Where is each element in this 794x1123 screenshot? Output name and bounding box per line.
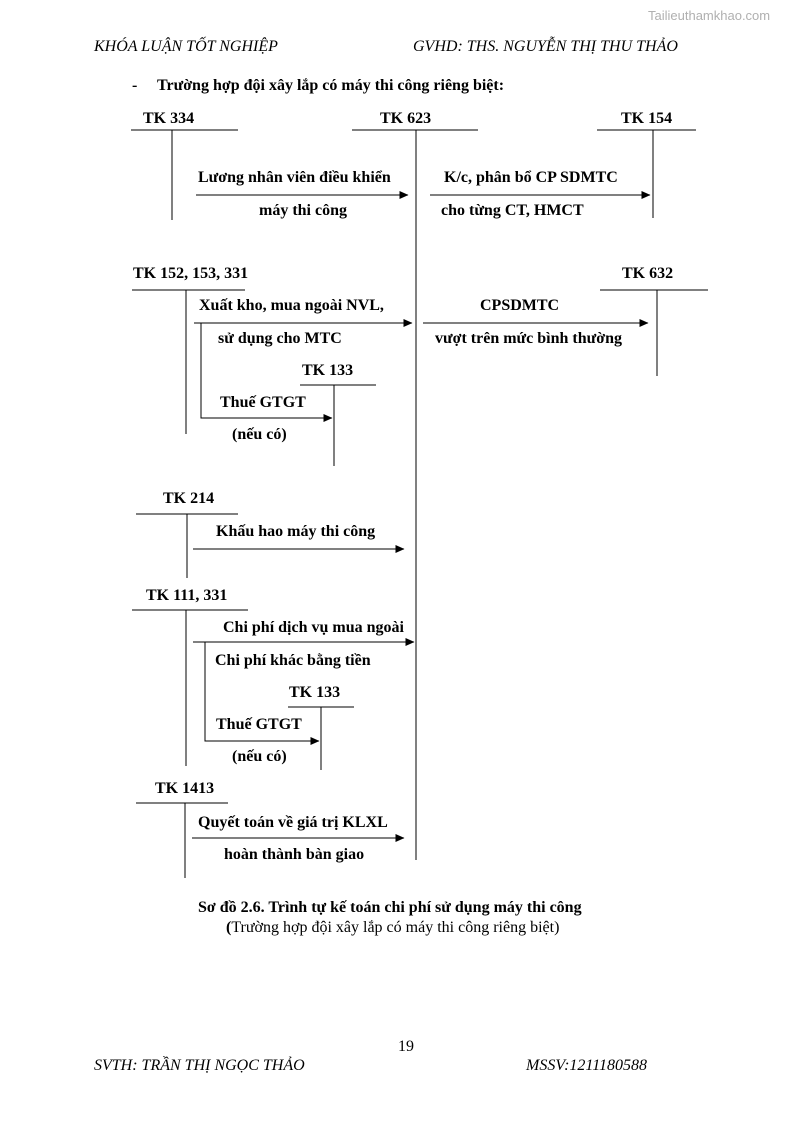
header-right: GVHD: THS. NGUYỄN THỊ THU THẢO [413, 38, 678, 55]
t-account-tk1413 [136, 802, 228, 878]
section-title: Trường hợp đội xây lắp có máy thi công r… [157, 77, 505, 94]
thue-b-text-2: (nếu có) [232, 748, 287, 765]
tk133a-label: TK 133 [302, 362, 354, 379]
t-account-tk214 [136, 513, 238, 578]
t-account-tk154 [597, 129, 696, 218]
footer-right: MSSV:1211180588 [526, 1057, 648, 1074]
cpsdmtc-text-1: CPSDMTC [480, 297, 560, 314]
luong-text-2: máy thi công [259, 202, 347, 219]
quyettoan-text-1: Quyết toán về giá trị KLXL [198, 814, 388, 831]
watermark: Tailieuthamkhao.com [648, 8, 771, 23]
page-number: 19 [398, 1038, 414, 1055]
t-account-tk133b [288, 706, 354, 770]
tk1413-label: TK 1413 [155, 780, 215, 797]
dichvu-text: Chi phí dịch vụ mua ngoài [223, 619, 404, 636]
luong-text-1: Lương nhân viên điều khiển [198, 169, 391, 186]
cpsdmtc-text-2: vượt trên mức bình thường [435, 330, 622, 347]
xuat-text-2: sử dụng cho MTC [218, 330, 342, 347]
tk632-label: TK 632 [622, 265, 674, 282]
thue-a-text-2: (nếu có) [232, 426, 287, 443]
arrow-thue-a [200, 323, 333, 422]
kc-text-1: K/c, phân bổ CP SDMTC [444, 169, 618, 186]
arrow-thue-b [204, 642, 320, 745]
tk334-label: TK 334 [143, 110, 195, 127]
t-account-tk632 [600, 289, 708, 376]
tk154-label: TK 154 [621, 110, 673, 127]
xuat-text-1: Xuất kho, mua ngoài NVL, [199, 297, 384, 314]
kc-text-2: cho từng CT, HMCT [441, 202, 584, 219]
thue-b-text-1: Thuế GTGT [216, 716, 302, 733]
khac-text: Chi phí khác bằng tiền [215, 652, 371, 669]
t-account-tk111 [132, 609, 248, 766]
khauhao-text: Khấu hao máy thi công [216, 523, 376, 540]
t-account-tk623 [352, 129, 478, 860]
quyettoan-text-2: hoàn thành bàn giao [224, 846, 365, 863]
header-left: KHÓA LUẬN TỐT NGHIỆP [94, 38, 278, 55]
tk214-label: TK 214 [163, 490, 215, 507]
tk133b-label: TK 133 [289, 684, 341, 701]
t-account-tk334 [131, 129, 238, 220]
t-account-tk133a [300, 384, 376, 466]
t-account-tk152 [132, 289, 245, 434]
footer-left: SVTH: TRẦN THỊ NGỌC THẢO [94, 1057, 305, 1074]
caption-title: Sơ đồ 2.6. Trình tự kế toán chi phí sử d… [198, 899, 582, 916]
thue-a-text-1: Thuế GTGT [220, 394, 306, 411]
section-bullet: - [132, 77, 138, 94]
caption-subtitle: (Trường hợp đội xây lắp có máy thi công … [226, 919, 560, 936]
tk623-label: TK 623 [380, 110, 432, 127]
tk111-label: TK 111, 331 [146, 587, 228, 604]
tk152-label: TK 152, 153, 331 [133, 265, 249, 282]
